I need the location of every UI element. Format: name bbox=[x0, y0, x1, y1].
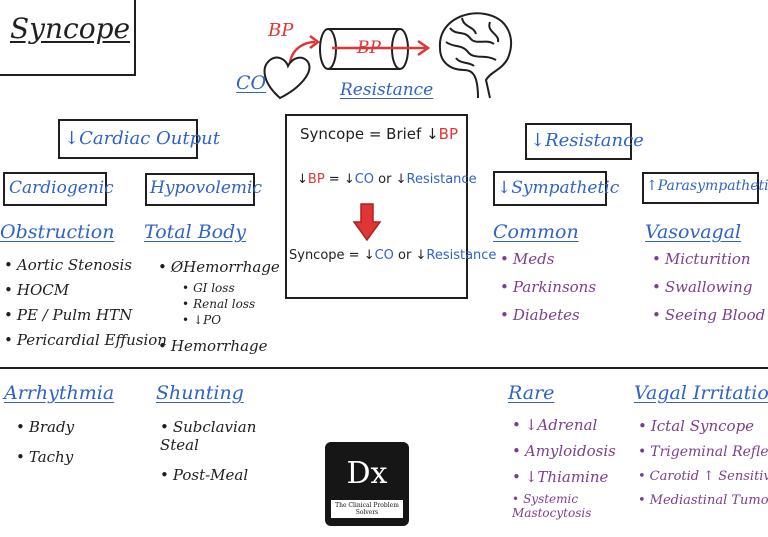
bp-label: BP bbox=[268, 20, 294, 41]
cardiac-output-heading: ↓Cardiac Output bbox=[64, 128, 220, 149]
section-divider bbox=[0, 367, 768, 369]
hypovolemic-heading: Hypovolemic bbox=[150, 178, 262, 198]
resistance-label: Resistance bbox=[340, 80, 434, 100]
co-label: CO bbox=[236, 72, 267, 94]
vagal-irritation-heading: Vagal Irritation bbox=[634, 382, 768, 404]
list-item: Ictal Syncope bbox=[638, 417, 768, 435]
definition-line-3: Syncope = ↓CO or ↓Resistance bbox=[289, 248, 497, 263]
arrhythmia-list: Brady Tachy bbox=[16, 418, 74, 466]
obstruction-list: Aortic Stenosis HOCM PE / Pulm HTN Peric… bbox=[4, 256, 167, 349]
total-body-sublist: GI loss Renal loss ↓PO bbox=[182, 281, 255, 327]
shunting-heading: Shunting bbox=[156, 382, 244, 404]
list-item: Trigeminal Reflex bbox=[638, 444, 768, 460]
sympathetic-box bbox=[493, 171, 607, 206]
list-item: Mediastinal Tumor bbox=[638, 493, 768, 508]
cardiogenic-box bbox=[3, 172, 107, 206]
list-item: Micturition bbox=[652, 250, 765, 268]
title-frame bbox=[0, 0, 136, 76]
list-item: Post-Meal bbox=[160, 466, 270, 484]
rare-heading: Rare bbox=[508, 382, 555, 404]
list-item: Carotid ↑ Sensitivity bbox=[638, 469, 768, 484]
list-item: Pericardial Effusion bbox=[4, 331, 167, 349]
list-item: PE / Pulm HTN bbox=[4, 306, 167, 324]
syncope-definition-box bbox=[285, 114, 468, 299]
list-item: Systemic Mastocytosis bbox=[512, 492, 622, 520]
common-list: Meds Parkinsons Diabetes bbox=[500, 250, 596, 324]
brain-icon bbox=[438, 12, 512, 99]
vagal-irritation-list: Ictal Syncope Trigeminal Reflex Carotid … bbox=[638, 417, 768, 508]
arrhythmia-heading: Arrhythmia bbox=[4, 382, 115, 404]
page-title: Syncope bbox=[10, 12, 131, 45]
list-item: Parkinsons bbox=[500, 278, 596, 296]
sympathetic-heading: ↓Sympathetic bbox=[497, 178, 620, 198]
list-item: ↓Thiamine bbox=[512, 468, 622, 486]
flow-arrow-icon bbox=[288, 40, 316, 64]
shunting-list: Subclavian Steal Post-Meal bbox=[160, 418, 270, 484]
logo-mark: Dx bbox=[346, 456, 388, 491]
list-item: Meds bbox=[500, 250, 596, 268]
list-item: Swallowing bbox=[652, 278, 765, 296]
cardiac-output-box bbox=[58, 119, 198, 159]
list-item: HOCM bbox=[4, 281, 167, 299]
list-item: Aortic Stenosis bbox=[4, 256, 167, 274]
list-item: Brady bbox=[16, 418, 74, 436]
hemorrhage-lead: ØHemorrhage bbox=[158, 258, 280, 276]
definition-line-1: Syncope = Brief ↓BP bbox=[300, 125, 458, 143]
logo-caption: The Clinical Problem Solvers bbox=[331, 500, 403, 518]
resistance-heading: ↓Resistance bbox=[530, 130, 644, 151]
total-body-heading: Total Body bbox=[144, 221, 247, 243]
pipe-bp-label: BP bbox=[357, 38, 381, 58]
list-item: ↓PO bbox=[182, 313, 255, 327]
parasympathetic-box bbox=[642, 172, 759, 204]
heart-pipe-brain-illustration bbox=[263, 12, 512, 100]
hemorrhage-tail: Hemorrhage bbox=[158, 337, 268, 355]
list-item: Subclavian Steal bbox=[160, 418, 270, 454]
vasovagal-heading: Vasovagal bbox=[645, 221, 742, 243]
definition-line-2: ↓BP = ↓CO or ↓Resistance bbox=[297, 172, 477, 187]
list-item: Diabetes bbox=[500, 306, 596, 324]
list-item: Tachy bbox=[16, 448, 74, 466]
down-arrow-icon bbox=[352, 203, 382, 242]
dx-logo: Dx The Clinical Problem Solvers bbox=[325, 442, 409, 526]
obstruction-heading: Obstruction bbox=[0, 221, 115, 243]
resistance-box bbox=[525, 123, 632, 160]
rare-list: ↓Adrenal Amyloidosis ↓Thiamine Systemic … bbox=[512, 416, 622, 520]
heart-icon bbox=[263, 56, 311, 100]
list-item: Seeing Blood bbox=[652, 306, 765, 324]
parasympathetic-heading: ↑Parasympathetic bbox=[646, 178, 768, 194]
cardiogenic-heading: Cardiogenic bbox=[9, 178, 114, 198]
hypovolemic-box bbox=[145, 173, 255, 206]
common-heading: Common bbox=[493, 221, 579, 243]
list-item: Renal loss bbox=[182, 297, 255, 311]
vasovagal-list: Micturition Swallowing Seeing Blood bbox=[652, 250, 765, 324]
list-item: Amyloidosis bbox=[512, 442, 622, 460]
list-item: GI loss bbox=[182, 281, 255, 295]
list-item: ↓Adrenal bbox=[512, 416, 622, 434]
